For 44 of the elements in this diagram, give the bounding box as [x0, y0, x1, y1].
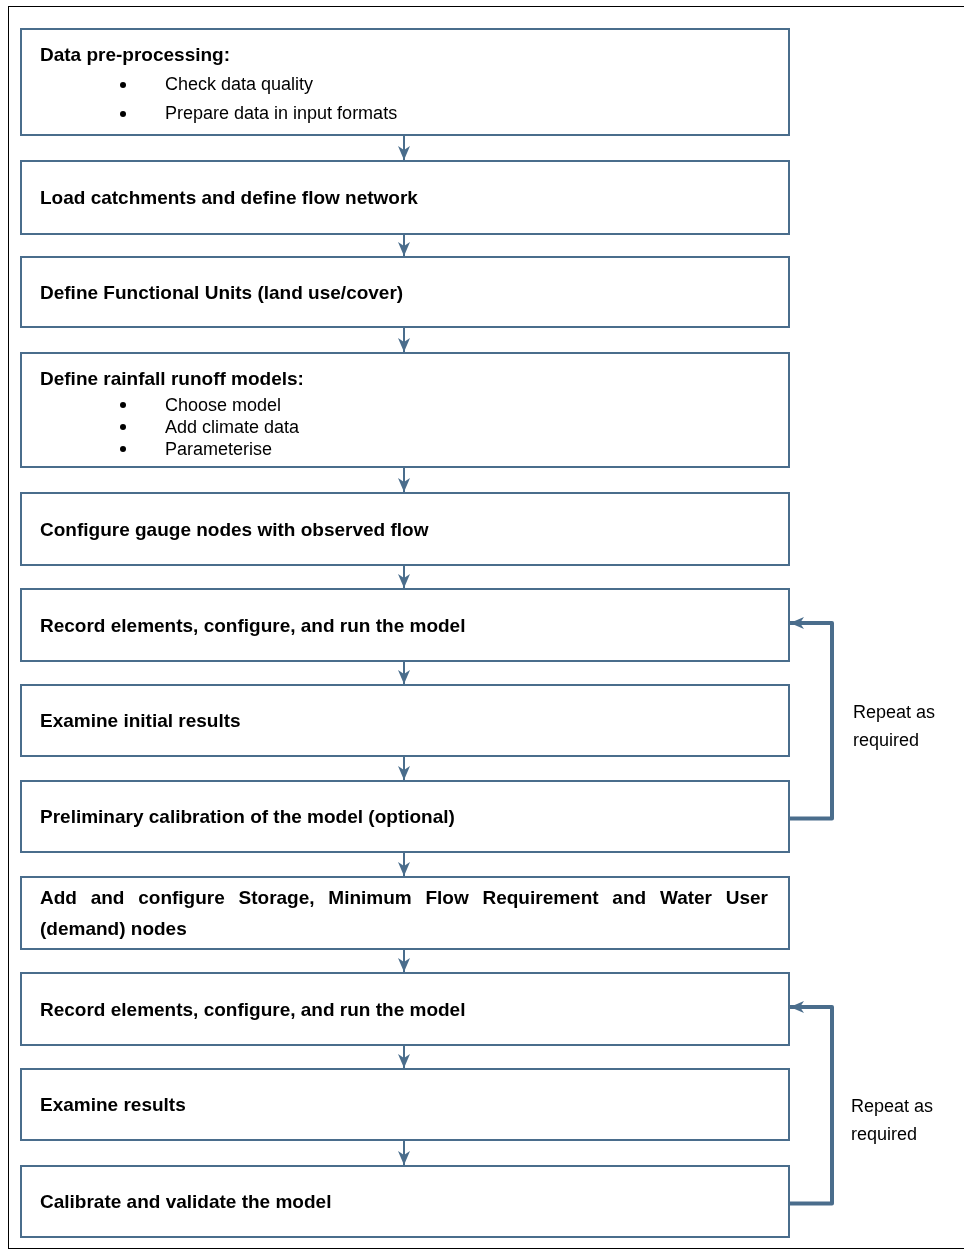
bullet-text: Prepare data in input formats — [165, 103, 398, 124]
process-box — [20, 588, 790, 662]
step-title: Examine results — [40, 1093, 187, 1117]
process-box — [20, 28, 790, 136]
arrow — [398, 467, 410, 493]
step-title: Load catchments and define flow network — [40, 186, 419, 210]
process-box — [20, 160, 790, 235]
process-box — [20, 256, 790, 328]
bullet-text: Add climate data — [165, 416, 300, 438]
arrow — [398, 234, 410, 257]
arrow — [790, 1001, 834, 1206]
bullet-text: Parameterise — [165, 438, 273, 460]
arrow — [398, 949, 410, 973]
process-box — [20, 684, 790, 757]
step-title: Define rainfall runoff models: — [40, 367, 305, 391]
arrow — [398, 327, 410, 353]
bullet-text: Choose model — [165, 394, 282, 416]
process-box — [20, 780, 790, 853]
process-box — [20, 492, 790, 566]
step-title: Record elements, configure, and run the model — [40, 613, 467, 638]
edge-label: Repeat as required — [851, 1095, 935, 1146]
step-title: Preliminary calibration of the model (optional) — [40, 805, 456, 829]
step-title: Define Functional Units (land use/cover) — [40, 280, 405, 305]
step-title: Data pre-processing: — [40, 43, 232, 67]
edge-label: Repeat as required — [853, 701, 937, 752]
arrow — [398, 661, 410, 685]
arrow — [398, 135, 410, 161]
arrow — [398, 1140, 410, 1166]
arrow — [398, 852, 410, 877]
step-title: Configure gauge nodes with observed flow — [40, 517, 430, 542]
bullet-text: Check data quality — [165, 74, 314, 95]
arrow — [398, 1045, 410, 1069]
step-title: Examine initial results — [40, 709, 242, 733]
arrow — [398, 565, 410, 589]
step-title: Record elements, configure, and run the model — [40, 997, 467, 1022]
step-title: Add and configure Storage, Minimum Flow Requirement and Water User (demand) nodes — [40, 886, 768, 941]
process-box — [20, 972, 790, 1046]
step-title: Calibrate and validate the model — [40, 1190, 333, 1214]
process-box — [20, 1165, 790, 1238]
process-box — [20, 352, 790, 468]
arrow — [790, 617, 834, 821]
process-box — [20, 876, 790, 950]
arrow — [398, 756, 410, 781]
process-box — [20, 1068, 790, 1141]
